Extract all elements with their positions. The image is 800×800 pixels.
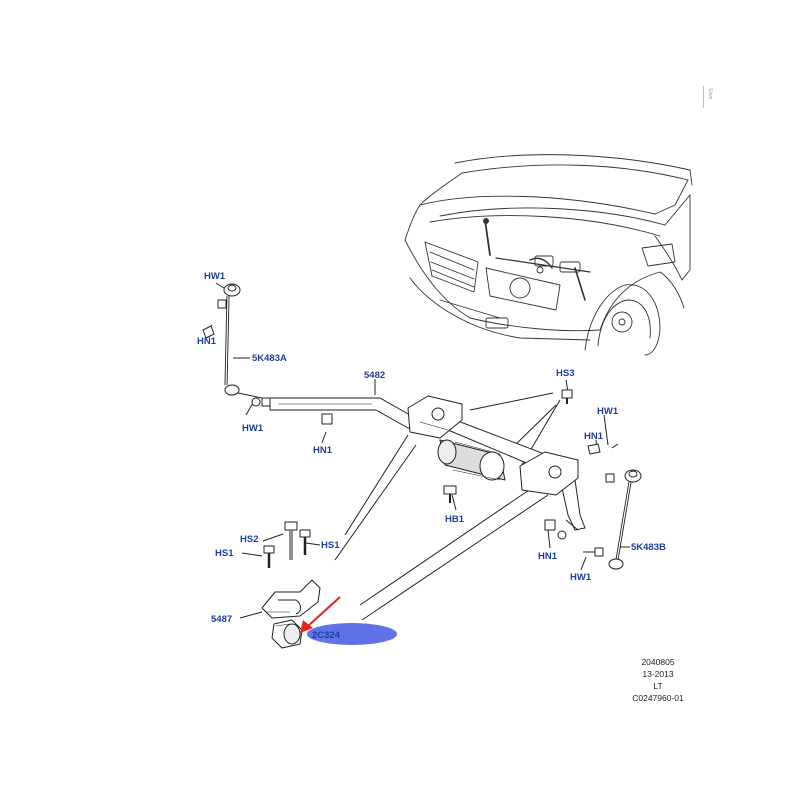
label-hs3: HS3 <box>556 368 574 379</box>
red-arrow <box>300 596 341 633</box>
callout-labels: HW1 HN1 5K483A HW1 HN1 5482 HS3 HW1 HN1 … <box>197 271 666 641</box>
bushing-highlight <box>307 623 397 645</box>
label-hn1-right-bottom: HN1 <box>538 551 558 562</box>
vehicle-illustration <box>404 154 693 356</box>
label-5487: 5487 <box>211 614 232 625</box>
leader-lines <box>204 282 630 621</box>
clamp-detail <box>261 521 321 649</box>
label-hs1-left: HS1 <box>215 548 234 559</box>
label-hw1-right-top: HW1 <box>597 406 619 417</box>
label-hn1-mid: HN1 <box>313 445 333 456</box>
label-hs2: HS2 <box>240 534 258 545</box>
label-hw1-right-bottom: HW1 <box>570 572 592 583</box>
hardware-fasteners <box>321 389 573 531</box>
label-hs1-right: HS1 <box>321 540 340 551</box>
label-5482: 5482 <box>364 370 385 381</box>
label-hn1-left: HN1 <box>197 336 217 347</box>
stamp-line-1: 2040805 <box>641 657 674 667</box>
label-hn1-right-top: HN1 <box>584 431 604 442</box>
label-5k483b: 5K483B <box>631 542 666 553</box>
stabilizer-bar <box>269 395 586 540</box>
drop-link-right <box>583 443 642 570</box>
side-save-tab-label: Save <box>707 88 713 100</box>
label-2c324: 2C324 <box>312 630 341 641</box>
stamp-line-2: 13-2013 <box>642 669 673 679</box>
label-hb1: HB1 <box>445 514 465 525</box>
stamp-line-3: LT <box>653 681 662 691</box>
label-hw1-left-top: HW1 <box>204 271 226 282</box>
label-hw1-left-bottom: HW1 <box>242 423 264 434</box>
stamp-line-4: C0247960-01 <box>632 693 684 703</box>
reference-stamp: 2040805 13-2013 LT C0247960-01 <box>632 657 684 703</box>
side-save-tab[interactable]: Save <box>703 86 718 108</box>
label-5k483a: 5K483A <box>252 353 287 364</box>
